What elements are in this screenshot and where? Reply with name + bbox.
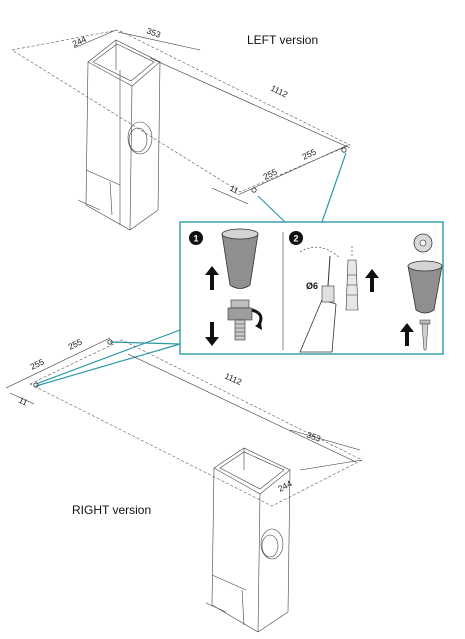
- left-cabinet-body: [77, 40, 161, 231]
- right-floor-outline: [29, 339, 363, 507]
- right-version-drawing: 255 255 11 1112 353 244: [5, 336, 363, 633]
- right-callout-lines: [35, 329, 181, 387]
- right-dim-244: 244: [276, 478, 293, 494]
- adjustable-foot-icon-step2: [407, 260, 443, 314]
- right-dim-1112: 1112: [223, 371, 243, 387]
- right-version-label: RIGHT version: [72, 503, 151, 517]
- step-1-badge: [189, 231, 203, 245]
- detail-box: 1 2 Ø6: [179, 221, 444, 355]
- left-dim-1112: 1112: [269, 83, 289, 100]
- left-dimension-lines: [73, 29, 351, 205]
- step-2-badge: [289, 231, 303, 245]
- left-callout-lines: [257, 152, 347, 223]
- screw-icon: [419, 319, 431, 351]
- left-dim-255-a: 255: [261, 166, 278, 181]
- left-dim-11: 11: [228, 183, 241, 196]
- adjustable-foot-icon: [221, 228, 259, 289]
- drill-diameter-label: Ø6: [306, 281, 318, 291]
- step-2-number: 2: [293, 234, 298, 244]
- right-dim-353: 353: [305, 429, 322, 443]
- left-dim-255-b: 255: [300, 146, 317, 161]
- hole-zoom-icon: [413, 233, 433, 253]
- step-1-number: 1: [193, 234, 198, 244]
- wall-plug-icon: [345, 246, 359, 311]
- arrow-up-icon: [205, 266, 219, 290]
- right-dim-255-a: 255: [28, 356, 45, 371]
- right-dimension-lines: [5, 337, 363, 471]
- left-dim-353: 353: [145, 25, 162, 39]
- drill-icon: [299, 246, 341, 353]
- left-top-plate: [87, 39, 161, 87]
- threaded-spindle-icon: [227, 299, 253, 341]
- left-floor-outline: [11, 29, 351, 193]
- right-dim-11: 11: [17, 395, 30, 408]
- left-version-drawing: 244 353 1112 255 255 11: [11, 25, 351, 231]
- left-version-label: LEFT version: [247, 33, 318, 47]
- right-dim-255-b: 255: [66, 336, 83, 351]
- right-cabinet-body: [205, 448, 291, 633]
- arrow-up-icon-screw: [400, 323, 414, 346]
- arrow-down-icon: [205, 322, 219, 346]
- left-dim-244: 244: [71, 34, 88, 49]
- arrow-up-icon-step2: [365, 269, 379, 292]
